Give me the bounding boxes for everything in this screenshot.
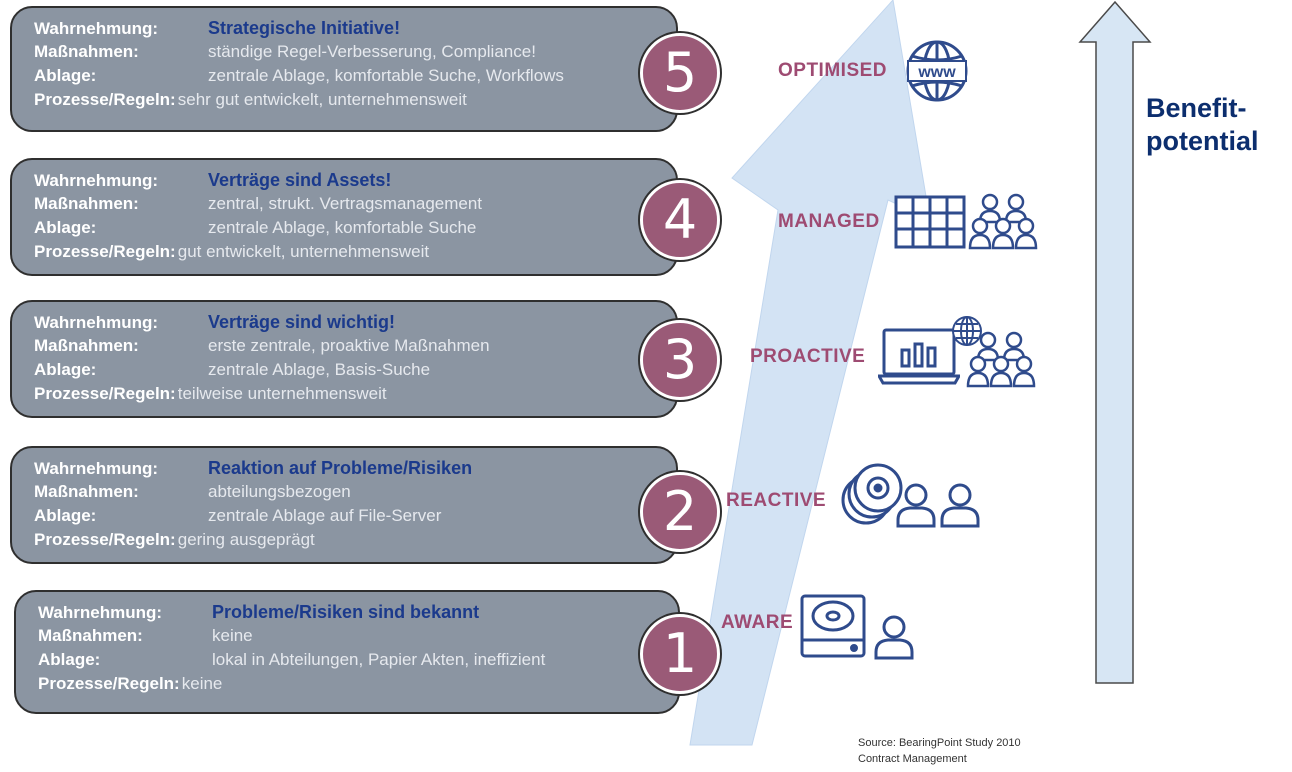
processes-value: teilweise unternehmensweit [177, 384, 387, 403]
measures-label: Maßnahmen: [34, 42, 139, 61]
processes-row: Prozesse/Regeln:gering ausgeprägt [34, 530, 676, 554]
level-1-box: Wahrnehmung: Probleme/Risiken sind bekann… [14, 590, 680, 714]
level-4-box: Wahrnehmung: Verträge sind Assets! Maßnah… [10, 158, 678, 276]
perception-label: Wahrnehmung: [34, 459, 159, 478]
person-icon [940, 483, 980, 528]
perception-row: Wahrnehmung: Probleme/Risiken sind bekann… [38, 602, 678, 626]
processes-value: sehr gut entwickelt, unternehmensweit [177, 90, 467, 109]
person-icon [896, 483, 936, 528]
laptop-chart-icon [878, 328, 960, 385]
perception-row: Wahrnehmung: Verträge sind wichtig! [34, 312, 676, 336]
measures-value: abteilungsbezogen [208, 482, 351, 501]
growth-arrow [689, 0, 931, 746]
people-group-icon [968, 193, 1038, 250]
processes-row: Prozesse/Regeln:gut entwickelt, unterneh… [34, 242, 676, 266]
measures-value: erste zentrale, proaktive Maßnahmen [208, 336, 490, 355]
processes-label: Prozesse/Regeln: [34, 530, 176, 549]
processes-label: Prozesse/Regeln: [34, 384, 176, 403]
perception-label: Wahrnehmung: [34, 19, 159, 38]
level-5-badge: 5 [640, 33, 720, 113]
people-group-icon [966, 331, 1036, 388]
perception-label: Wahrnehmung: [34, 313, 159, 332]
storage-row: Ablage: zentrale Ablage, komfortable Such… [34, 218, 676, 242]
perception-row: Wahrnehmung: Verträge sind Assets! [34, 170, 676, 194]
grid-table-icon [894, 195, 966, 249]
stage-label-reactive: REACTIVE [726, 490, 827, 511]
storage-value: zentrale Ablage, Basis-Suche [208, 360, 431, 379]
level-1-badge: 1 [640, 614, 720, 694]
storage-label: Ablage: [34, 66, 97, 85]
storage-label: Ablage: [34, 360, 97, 379]
perception-value: Verträge sind wichtig! [208, 312, 396, 332]
benefit-line-1: Benefit- [1146, 93, 1247, 123]
level-3-badge: 3 [640, 320, 720, 400]
processes-value: gering ausgeprägt [177, 530, 315, 549]
svg-text:www: www [917, 64, 956, 81]
perception-label: Wahrnehmung: [38, 603, 163, 622]
perception-label: Wahrnehmung: [34, 171, 159, 190]
level-3-box: Wahrnehmung: Verträge sind wichtig! Maßna… [10, 300, 678, 418]
measures-label: Maßnahmen: [34, 194, 139, 213]
perception-row: Wahrnehmung: Reaktion auf Probleme/Risike… [34, 458, 676, 482]
measures-label: Maßnahmen: [38, 626, 143, 645]
measures-row: Maßnahmen: keine [38, 626, 678, 650]
perception-value: Strategische Initiative! [208, 18, 401, 38]
measures-row: Maßnahmen: ständige Regel-Verbesserung, C… [34, 42, 676, 66]
processes-row: Prozesse/Regeln:teilweise unternehmenswe… [34, 384, 676, 408]
processes-label: Prozesse/Regeln: [34, 90, 176, 109]
storage-row: Ablage: lokal in Abteilungen, Papier Akte… [38, 650, 678, 674]
storage-row: Ablage: zentrale Ablage, komfortable Such… [34, 66, 676, 90]
measures-value: zentral, strukt. Vertragsmanagement [208, 194, 483, 213]
storage-row: Ablage: zentrale Ablage auf File-Server [34, 506, 676, 530]
perception-value: Probleme/Risiken sind bekannt [212, 602, 480, 622]
processes-label: Prozesse/Regeln: [34, 242, 176, 261]
level-2-badge: 2 [640, 472, 720, 552]
discs-icon [841, 463, 903, 525]
globe-icon [952, 316, 982, 346]
processes-row: Prozesse/Regeln:keine [38, 674, 678, 698]
processes-value: gut entwickelt, unternehmensweit [177, 242, 430, 261]
person-icon [874, 615, 914, 660]
source-line-1: Source: BearingPoint Study 2010 [858, 737, 1021, 749]
storage-label: Ablage: [38, 650, 101, 669]
measures-row: Maßnahmen: abteilungsbezogen [34, 482, 676, 506]
stage-label-managed: MANAGED [778, 211, 880, 232]
perception-row: Wahrnehmung: Strategische Initiative! [34, 18, 676, 42]
benefit-line-2: potential [1146, 126, 1259, 156]
benefit-arrow [1078, 0, 1152, 684]
processes-value: keine [181, 674, 223, 693]
storage-value: lokal in Abteilungen, Papier Akten, inef… [212, 650, 546, 669]
processes-label: Prozesse/Regeln: [38, 674, 180, 693]
stage-label-optimised: OPTIMISED [778, 60, 888, 81]
perception-value: Reaktion auf Probleme/Risiken [208, 458, 473, 478]
measures-label: Maßnahmen: [34, 336, 139, 355]
storage-label: Ablage: [34, 506, 97, 525]
source-note: Source: BearingPoint Study 2010 Contract… [858, 735, 1021, 767]
measures-value: keine [212, 626, 253, 645]
measures-row: Maßnahmen: erste zentrale, proaktive Maßn… [34, 336, 676, 360]
processes-row: Prozesse/Regeln:sehr gut entwickelt, unt… [34, 90, 676, 114]
storage-label: Ablage: [34, 218, 97, 237]
stage-label-proactive: PROACTIVE [750, 346, 866, 367]
perception-value: Verträge sind Assets! [208, 170, 392, 190]
level-5-box: Wahrnehmung: Strategische Initiative! Maß… [10, 6, 678, 132]
source-line-2: Contract Management [858, 753, 967, 765]
storage-row: Ablage: zentrale Ablage, Basis-Suche [34, 360, 676, 384]
storage-value: zentrale Ablage, komfortable Suche [208, 218, 477, 237]
benefit-potential-label: Benefit- potential [1146, 92, 1259, 158]
measures-value: ständige Regel-Verbesserung, Compliance! [208, 42, 536, 61]
storage-value: zentrale Ablage auf File-Server [208, 506, 442, 525]
level-4-badge: 4 [640, 180, 720, 260]
measures-label: Maßnahmen: [34, 482, 139, 501]
level-2-box: Wahrnehmung: Reaktion auf Probleme/Risike… [10, 446, 678, 564]
measures-row: Maßnahmen: zentral, strukt. Vertragsmanag… [34, 194, 676, 218]
stage-label-aware: AWARE [721, 612, 794, 633]
storage-value: zentrale Ablage, komfortable Suche, Work… [208, 66, 564, 85]
globe-www-icon: www [906, 40, 968, 102]
hard-drive-icon [800, 594, 866, 658]
